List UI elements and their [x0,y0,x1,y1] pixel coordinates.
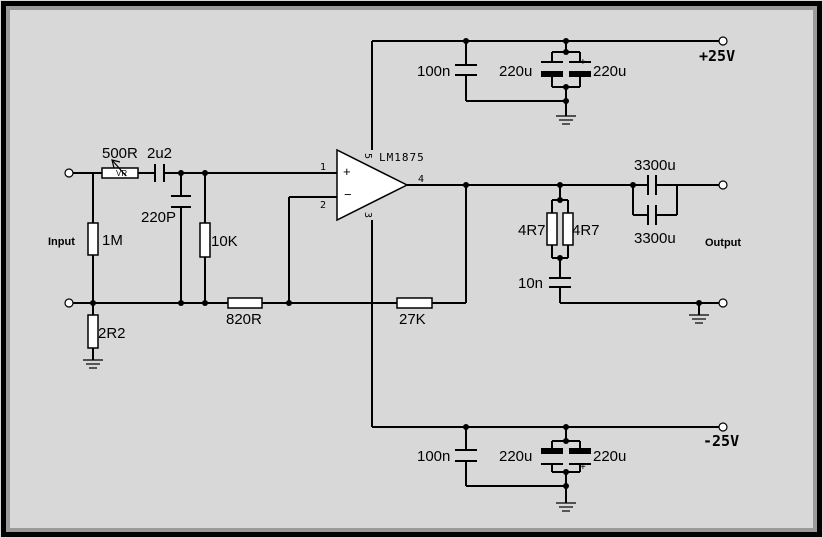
component-labels: 500R VR 2u2 220P 1M 2R2 10K 820R 27K 4R7… [98,57,676,473]
label-output-port: Output [705,237,741,249]
label-neg-c-elec-b: 220u [593,448,626,465]
label-c-in: 2u2 [147,145,172,162]
polarity-mark-pos: + [580,57,586,68]
pin-5-label: 5 [362,153,373,159]
label-r-feedback: 27K [399,311,426,328]
label-r-in-bias: 1M [102,232,123,249]
drawing-area [10,10,813,528]
label-neg-c-small: 100n [417,448,450,465]
ground-icon [689,314,709,324]
pos-rail-terminal [718,36,728,46]
opamp-minus-sign: − [344,187,352,202]
rail-labels: +25V -25V Input Output [48,47,741,450]
output-terminal-hot [718,180,728,190]
resistor-4r7-a [546,212,558,246]
label-neg-rail: -25V [703,432,739,450]
label-r-zobel-b: 4R7 [572,222,600,239]
capacitors [154,61,657,465]
resistors [87,159,574,349]
label-c-out-b: 3300u [634,230,676,247]
label-r-bias: 10K [211,233,238,250]
neg-rail-terminal [718,422,728,432]
ground-icon [556,115,576,125]
label-c-zobel: 10n [518,275,543,292]
polarity-mark-neg: + [580,462,586,473]
pot-arrow [111,159,127,177]
label-pot-mark: VR [116,169,127,178]
ground-icon [83,359,103,369]
chip-name: LM1875 [379,151,425,164]
pin-3-label: 3 [362,212,373,218]
label-pos-c-elec-b: 220u [593,63,626,80]
ground-icon [556,502,576,512]
resistor-1m [87,222,99,256]
resistor-pot [101,167,139,179]
pin-1-label: 1 [320,162,326,173]
wires [73,40,719,503]
label-c-out-a: 3300u [634,157,676,174]
pin-2-label: 2 [320,200,326,211]
label-pot: 500R [102,145,138,162]
label-pos-c-elec-a: 220u [499,63,532,80]
junction-dots [90,38,702,489]
resistor-10k [199,222,211,258]
label-r-gain-gnd: 820R [226,311,262,328]
resistor-2r2 [87,314,99,349]
label-input-port: Input [48,236,75,248]
label-pos-rail: +25V [699,47,735,65]
label-r-zobel-a: 4R7 [518,222,546,239]
label-r-in-gnd: 2R2 [98,325,126,342]
ground-symbols [83,115,709,512]
label-neg-c-elec-a: 220u [499,448,532,465]
label-pos-c-small: 100n [417,63,450,80]
resistor-820r [227,297,263,309]
resistor-27k [396,297,433,309]
input-terminal-gnd [64,298,74,308]
resistor-4r7-b [562,212,574,246]
opamp-plus-sign: + [343,164,351,179]
label-c-filter: 220P [141,209,176,226]
terminals [64,36,728,432]
opamp-lm1875: + − LM1875 1 2 4 5 3 [320,148,425,222]
pin-4-label: 4 [418,174,424,185]
output-terminal-gnd [718,298,728,308]
input-terminal-hot [64,168,74,178]
